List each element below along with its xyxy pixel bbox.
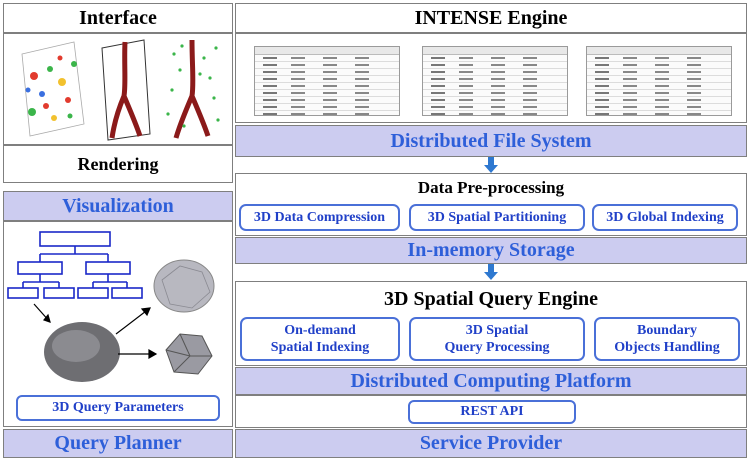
data-tables-panel [235, 33, 747, 123]
boundary-objects-label-line1: Boundary [637, 322, 697, 338]
query-planner-label: Query Planner [54, 432, 182, 454]
interface-label: Interface [79, 6, 157, 29]
service-provider-label: Service Provider [419, 432, 563, 454]
query-engine-title: 3D Spatial Query Engine [236, 286, 746, 312]
visualization-label: Visualization [62, 194, 174, 217]
preprocessing-title: Data Pre-processing [236, 177, 746, 199]
down-arrow-icon [484, 264, 498, 280]
particle-cube-rendering [21, 41, 85, 137]
preprocessing-panel: Data Pre-processing 3D Data Compression … [235, 173, 747, 236]
rendering-label: Rendering [77, 153, 159, 174]
engine-header: INTENSE Engine [235, 3, 747, 33]
rest-api-box: REST API [408, 400, 576, 424]
spatial-partitioning-label: 3D Spatial Partitioning [427, 209, 567, 225]
preprocessing-label: Data Pre-processing [417, 178, 565, 197]
dcp-band: Distributed Computing Platform [235, 367, 747, 395]
query-illustration-panel: 3D Query Parameters [3, 221, 233, 427]
data-table-thumbnail-3 [586, 46, 732, 116]
engine-label: INTENSE Engine [414, 6, 568, 29]
interface-header: Interface [3, 3, 233, 33]
spatial-query-processing-label-line1: 3D Spatial [465, 322, 529, 338]
dcp-label: Distributed Computing Platform [350, 369, 632, 392]
interface-3d-renderings [21, 39, 220, 141]
query-engine-panel: 3D Spatial Query Engine On-demand Spatia… [235, 281, 747, 366]
ondemand-indexing-box: On-demand Spatial Indexing [240, 317, 400, 361]
dfs-label: Distributed File System [390, 129, 592, 152]
query-planner-band: Query Planner [3, 429, 233, 458]
service-provider-band: Service Provider [235, 429, 747, 458]
octree-diagram [7, 231, 143, 299]
data-compression-label: 3D Data Compression [253, 209, 386, 225]
global-indexing-label: 3D Global Indexing [606, 209, 724, 225]
spatial-query-processing-label-line2: Query Processing [444, 340, 550, 355]
boundary-objects-label-line2: Objects Handling [614, 340, 720, 355]
spatial-partitioning-box: 3D Spatial Partitioning [409, 204, 585, 231]
rest-api-label: REST API [460, 404, 524, 420]
dfs-band: Distributed File System [235, 125, 747, 157]
data-table-thumbnail-2 [422, 46, 568, 116]
vessel-box-rendering [101, 39, 151, 141]
down-arrow-icon [484, 157, 498, 173]
data-compression-box: 3D Data Compression [239, 204, 400, 231]
mesh-sphere-fine [153, 259, 215, 313]
global-indexing-box: 3D Global Indexing [592, 204, 738, 231]
data-table-thumbnail-1 [254, 46, 400, 116]
query-parameters-box: 3D Query Parameters [16, 395, 220, 421]
ondemand-indexing-label-line2: Spatial Indexing [270, 340, 370, 355]
interface-panel [3, 33, 233, 145]
visualization-band: Visualization [3, 191, 233, 221]
flow-arrows [33, 303, 158, 360]
ondemand-indexing-label-line1: On-demand [284, 322, 356, 338]
inmemory-label: In-memory Storage [407, 239, 575, 261]
query-parameters-label: 3D Query Parameters [52, 400, 184, 416]
vessel-particles-rendering [166, 39, 220, 139]
octree-to-spheres-illustration [7, 231, 215, 382]
query-engine-label: 3D Spatial Query Engine [384, 287, 598, 310]
rest-api-panel: REST API [235, 395, 747, 428]
rendering-header: Rendering [3, 145, 233, 183]
inmemory-band: In-memory Storage [235, 237, 747, 264]
spatial-query-processing-box: 3D Spatial Query Processing [409, 317, 585, 361]
boundary-objects-box: Boundary Objects Handling [594, 317, 740, 361]
